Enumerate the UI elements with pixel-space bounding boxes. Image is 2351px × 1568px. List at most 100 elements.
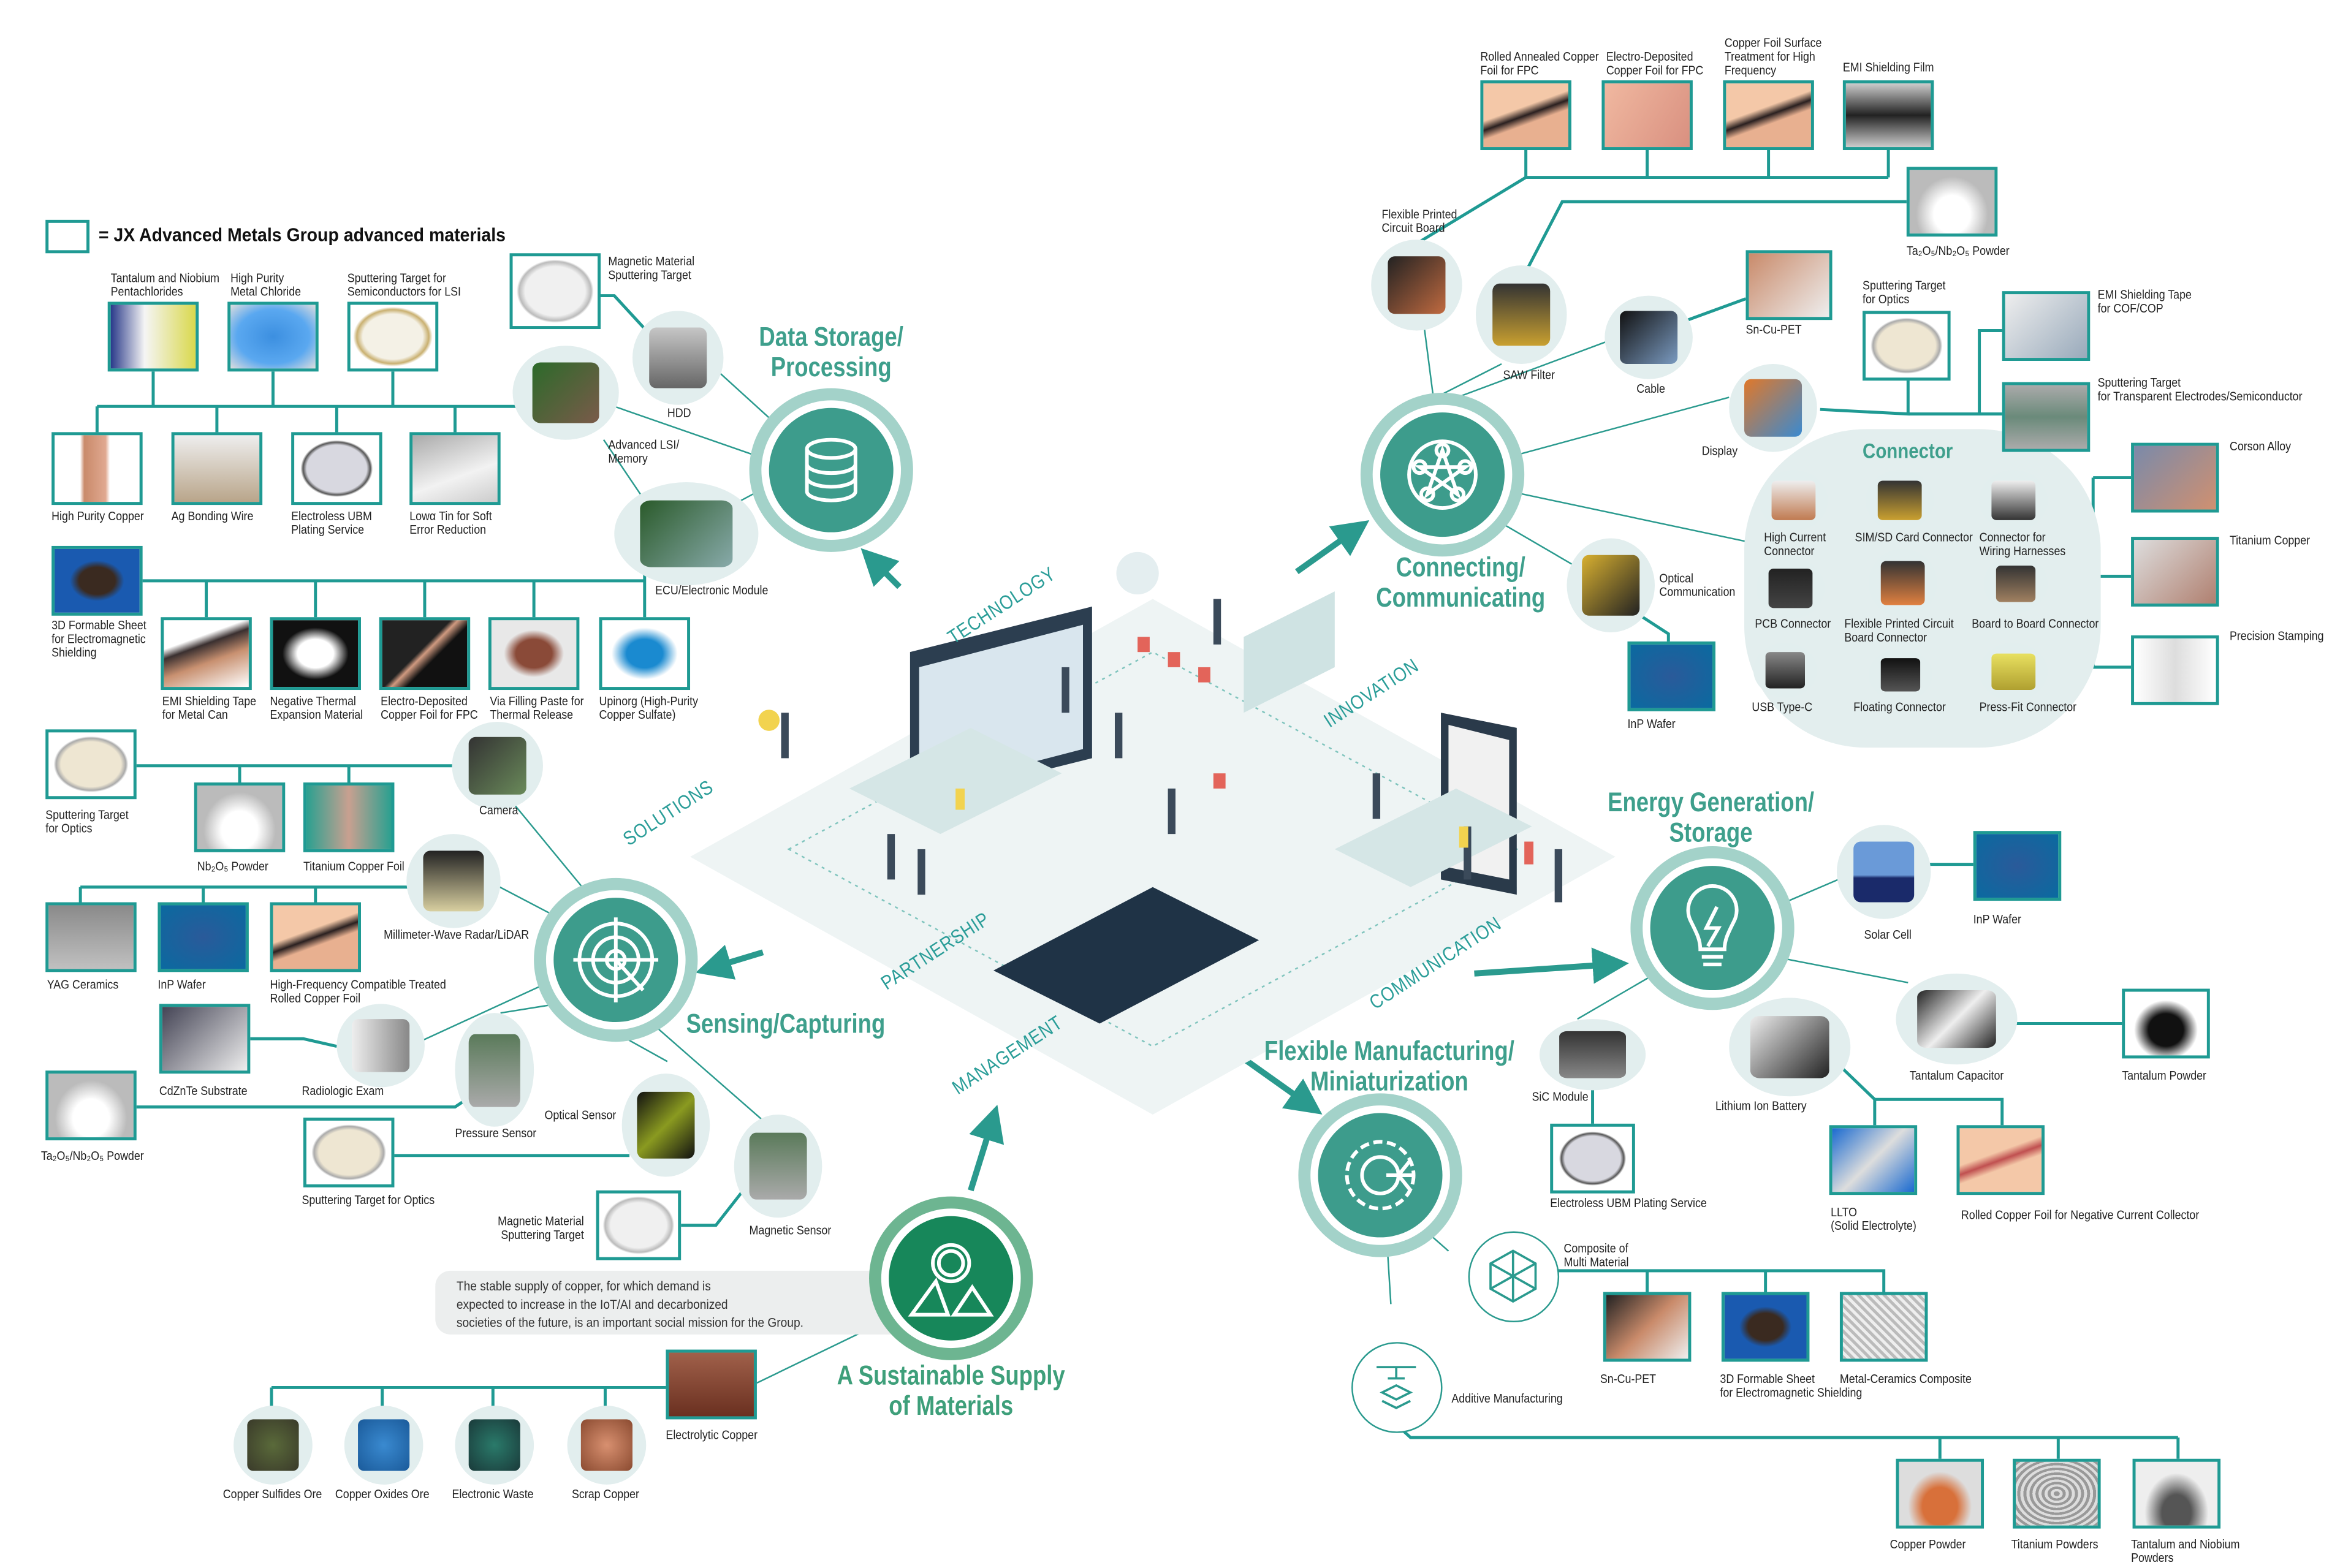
label-inp-wafer: InP Wafer bbox=[1627, 716, 1676, 731]
hub-sensing[interactable] bbox=[534, 877, 698, 1042]
application-connector-for-wiring-harnesses[interactable] bbox=[1979, 470, 2048, 531]
material-card-titanium-copper[interactable] bbox=[2131, 537, 2219, 607]
application-display[interactable] bbox=[1729, 363, 1817, 452]
material-card-rolled-annealed-copper-foil-for-fpc[interactable] bbox=[1480, 80, 1571, 151]
application-optical-communication[interactable] bbox=[1567, 538, 1655, 632]
material-card-precision-stamping[interactable] bbox=[2131, 635, 2219, 705]
material-card-emi-shielding-tape-for-cof-cop[interactable] bbox=[2002, 291, 2091, 362]
material-card-yag-ceramics[interactable] bbox=[45, 902, 137, 972]
material-card-titanium-copper-foil[interactable] bbox=[303, 782, 395, 852]
application-sic-module[interactable] bbox=[1539, 1019, 1646, 1091]
application-image bbox=[1620, 311, 1677, 365]
application-camera[interactable] bbox=[452, 722, 543, 810]
material-card-tantalum-powder[interactable] bbox=[2122, 988, 2210, 1059]
material-card-high-purity-copper[interactable] bbox=[51, 432, 143, 506]
label-copper-oxides-ore: Copper Oxides Ore bbox=[335, 1486, 430, 1502]
application-press-fit-connector[interactable] bbox=[1979, 643, 2048, 701]
hub-flexible[interactable] bbox=[1298, 1093, 1462, 1257]
application-copper-sulfides-ore[interactable] bbox=[234, 1406, 313, 1485]
material-card-titanium-powders[interactable] bbox=[2013, 1458, 2101, 1529]
application-copper-oxides-ore[interactable] bbox=[344, 1406, 423, 1485]
label-optical-communication: Optical Communication bbox=[1659, 570, 1736, 599]
application-image bbox=[1768, 569, 1813, 608]
material-card-sputtering-target-for-optics[interactable] bbox=[45, 729, 137, 800]
material-card-inp-wafer[interactable] bbox=[1627, 641, 1715, 711]
material-card-3d-formable-sheet-for-electromagnetic-shielding[interactable] bbox=[1721, 1292, 1810, 1362]
application-millimeter-wave-radar-lidar[interactable] bbox=[406, 834, 501, 928]
material-card-negative-thermal-expansion-material[interactable] bbox=[270, 617, 362, 691]
application-magnetic-sensor[interactable] bbox=[734, 1114, 822, 1218]
application-pressure-sensor[interactable] bbox=[455, 1013, 534, 1127]
application-composite-of-multi-material[interactable] bbox=[1468, 1231, 1560, 1323]
materials-icon bbox=[908, 1243, 994, 1317]
application-flexible-printed-circuit-board-connector[interactable] bbox=[1868, 548, 1937, 618]
radar-icon bbox=[573, 917, 659, 1002]
label-connector-for-wiring-harnesses: Connector for Wiring Harnesses bbox=[1979, 529, 2066, 558]
material-card-electroless-ubm-plating-service[interactable] bbox=[291, 432, 382, 506]
material-card-electrolytic-copper[interactable] bbox=[666, 1349, 757, 1420]
material-card-upinorg-high-purity-copper-sulfate[interactable] bbox=[599, 617, 691, 691]
application-tantalum-capacitor[interactable] bbox=[1896, 973, 2018, 1065]
material-card-copper-powder[interactable] bbox=[1896, 1458, 1984, 1529]
label-3d-formable-sheet-for-electromagnetic-shielding: 3D Formable Sheet for Electromagnetic Sh… bbox=[1720, 1371, 1863, 1400]
application-ecu-electronic-module[interactable] bbox=[614, 482, 759, 586]
application-additive-manufacturing[interactable] bbox=[1351, 1342, 1443, 1433]
material-card-sputtering-target-for-optics[interactable] bbox=[303, 1117, 395, 1187]
hub-data-storage[interactable] bbox=[749, 388, 913, 552]
application-optical-sensor[interactable] bbox=[621, 1074, 710, 1177]
application-saw-filter[interactable] bbox=[1475, 265, 1567, 364]
material-card-high-frequency-compatible-treated-rolled-copper-foil[interactable] bbox=[270, 902, 362, 972]
material-card-inp-wafer[interactable] bbox=[158, 902, 249, 972]
material-card-inp-wafer[interactable] bbox=[1973, 831, 2062, 901]
application-pcb-connector[interactable] bbox=[1756, 558, 1825, 619]
material-card-sputtering-target-for-optics[interactable] bbox=[1863, 311, 1951, 381]
application-radiologic-exam[interactable] bbox=[336, 1004, 425, 1088]
application-flexible-printed-circuit-board[interactable] bbox=[1371, 240, 1462, 331]
application-sim-sd-card-connector[interactable] bbox=[1866, 470, 1934, 531]
application-high-current-connector[interactable] bbox=[1759, 470, 1828, 531]
material-card-cdznte-substrate[interactable] bbox=[159, 1004, 251, 1074]
material-card-ta-o-nb-o-powder[interactable] bbox=[1906, 167, 1998, 237]
material-card-sn-cu-pet[interactable] bbox=[1745, 250, 1833, 320]
application-advanced-lsi-memory[interactable] bbox=[512, 346, 619, 440]
material-card-electroless-ubm-plating-service[interactable] bbox=[1550, 1123, 1635, 1194]
material-card-copper-foil-surface-treatment-for-high-frequency[interactable] bbox=[1723, 80, 1814, 151]
material-card-tantalum-and-niobium-powders[interactable] bbox=[2132, 1458, 2221, 1529]
label-board-to-board-connector: Board to Board Connector bbox=[1972, 615, 2099, 631]
material-card-sputtering-target-for-transparent-electrodes-semiconductor[interactable] bbox=[2002, 382, 2091, 452]
application-solar-cell[interactable] bbox=[1836, 825, 1931, 919]
material-card-electro-deposited-copper-foil-for-fpc[interactable] bbox=[379, 617, 471, 691]
material-card-tantalum-and-niobium-pentachlorides[interactable] bbox=[107, 301, 199, 372]
application-lithium-ion-battery[interactable] bbox=[1729, 998, 1851, 1097]
material-card-sn-cu-pet[interactable] bbox=[1603, 1292, 1692, 1362]
hub-energy[interactable] bbox=[1630, 846, 1795, 1010]
application-hdd[interactable] bbox=[632, 311, 724, 405]
material-card-rolled-copper-foil-for-negative-current-collector[interactable] bbox=[1956, 1125, 2045, 1195]
material-card-low-tin-for-soft-error-reduction[interactable] bbox=[409, 432, 501, 506]
hub-connecting[interactable] bbox=[1360, 392, 1525, 557]
material-card-ta-o-nb-o-powder[interactable] bbox=[45, 1070, 137, 1141]
material-card-high-purity-metal-chloride[interactable] bbox=[227, 301, 319, 372]
application-board-to-board-connector[interactable] bbox=[1984, 555, 2048, 613]
material-card-emi-shielding-film[interactable] bbox=[1842, 80, 1934, 151]
application-usb-type-c[interactable] bbox=[1753, 643, 1817, 698]
hub-supply[interactable] bbox=[869, 1196, 1033, 1360]
material-card-electro-deposited-copper-foil-for-fpc[interactable] bbox=[1601, 80, 1693, 151]
material-card-ag-bonding-wire[interactable] bbox=[171, 432, 263, 506]
material-card-sputtering-target-for-semiconductors-for-lsi[interactable] bbox=[347, 301, 439, 372]
material-card-metal-ceramics-composite[interactable] bbox=[1839, 1292, 1928, 1362]
application-cable[interactable] bbox=[1605, 295, 1693, 379]
material-card-nb-o-powder[interactable] bbox=[194, 782, 286, 852]
material-card-llto-solid-electrolyte[interactable] bbox=[1829, 1125, 1918, 1195]
material-card-via-filling-paste-for-thermal-release[interactable] bbox=[488, 617, 580, 691]
application-electronic-waste[interactable] bbox=[455, 1406, 534, 1485]
material-card-emi-shielding-tape-for-metal-can[interactable] bbox=[161, 617, 252, 691]
application-image bbox=[1582, 555, 1639, 616]
application-floating-connector[interactable] bbox=[1868, 649, 1932, 701]
material-card-3d-formable-sheet-for-electromagnetic-shielding[interactable] bbox=[51, 545, 143, 616]
application-scrap-copper[interactable] bbox=[567, 1406, 647, 1485]
material-card-magnetic-material-sputtering-target[interactable] bbox=[596, 1190, 682, 1260]
material-card-corson-alloy[interactable] bbox=[2131, 442, 2219, 513]
material-card-magnetic-material-sputtering-target[interactable] bbox=[509, 253, 601, 330]
